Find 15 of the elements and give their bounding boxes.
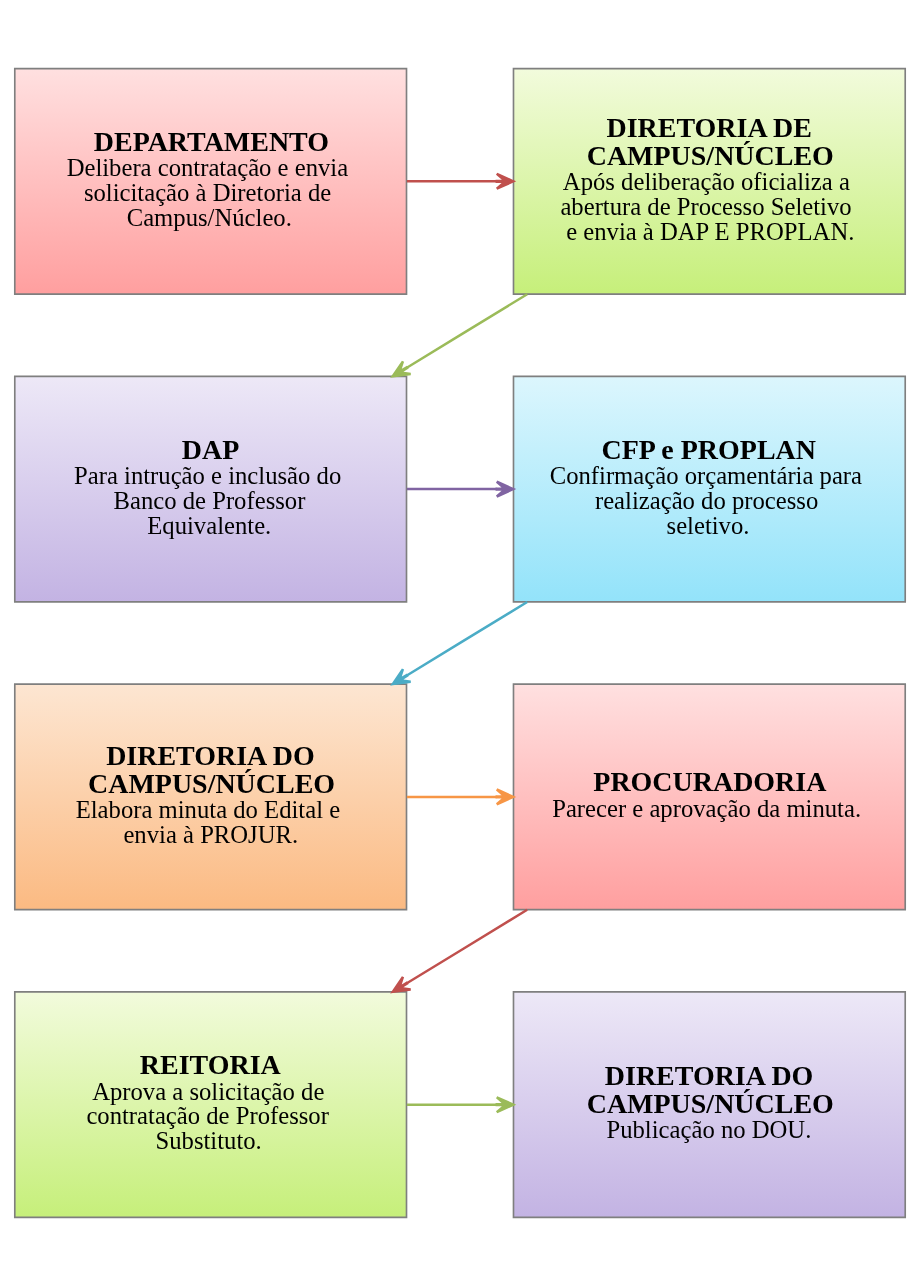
node-box: DIRETORIA DO CAMPUS/NÚCLEO Publicação no DOU. [512, 990, 907, 1218]
node-box: DIRETORIA DO CAMPUS/NÚCLEO Elabora minuta do Edital e envia à PROJUR. [13, 682, 408, 910]
arrow [406, 172, 515, 190]
arrow [406, 1095, 515, 1113]
arrow [391, 292, 528, 377]
node-box: PROCURADORIA Parecer e aprovação da minuta. [512, 682, 907, 910]
node-box: CFP e PROPLAN Confirmação orçamentária para realização do processo seletivo. [512, 375, 907, 603]
arrow [391, 908, 528, 993]
arrow [406, 479, 515, 498]
node-box: DEPARTAMENTO Delibera contratação e envia solicitação à Diretoria de Campus/Núcleo. [13, 67, 408, 295]
node-box: DIRETORIA DE CAMPUS/NÚCLEO Após deliberação oficializa a abertura de Processo Seletivo e envia à DAP E PROPLAN. [512, 67, 907, 295]
arrow [406, 787, 515, 806]
node-box: DAP Para intrução e inclusão do Banco de Professor Equivalente. [13, 375, 408, 603]
arrow [391, 600, 528, 685]
node-box: REITORIA Aprova a solicitação de contratação de Professor Substituto. [13, 990, 408, 1218]
